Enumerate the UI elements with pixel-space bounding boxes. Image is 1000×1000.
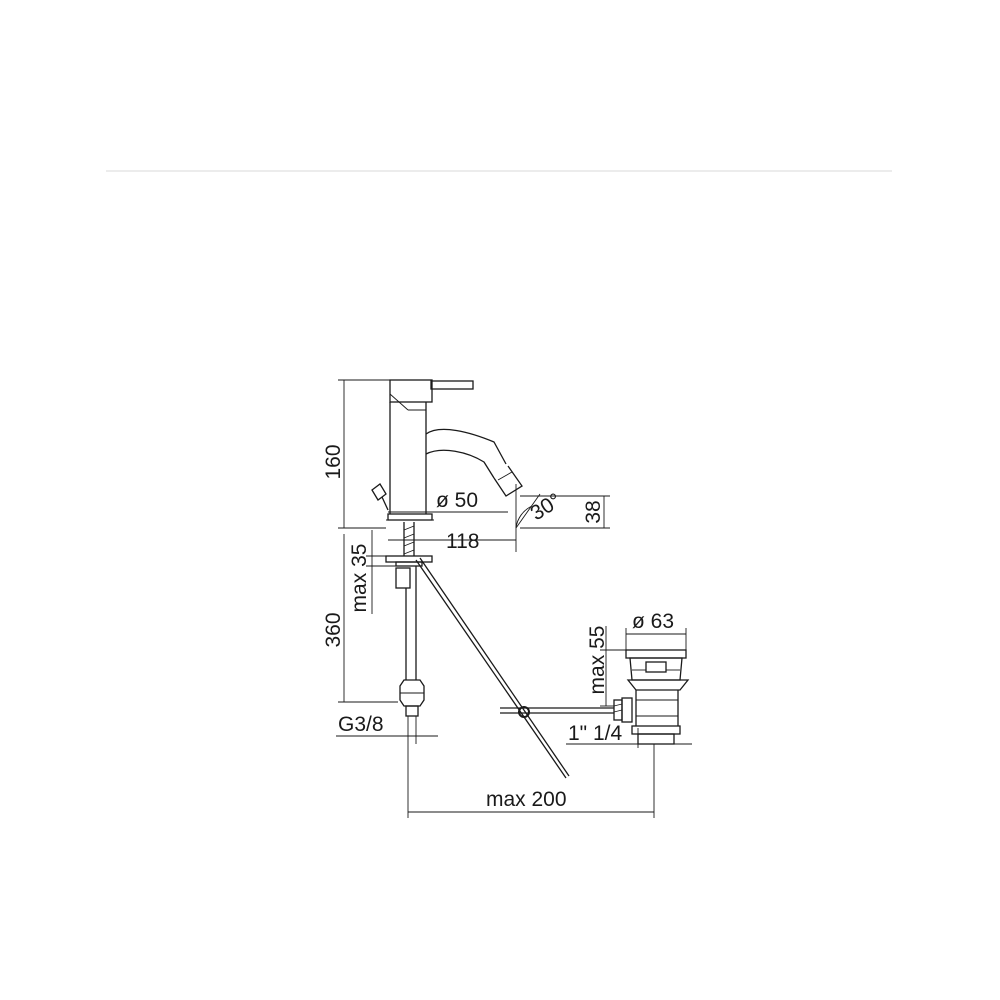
faucet-body (371, 379, 523, 521)
dim-hose-thread: G3/8 (338, 713, 384, 736)
dim-spout-angle: 30° (526, 489, 565, 525)
dim-height-160: 160 (322, 444, 345, 479)
dim-waste-thread: 1" 1/4 (568, 722, 622, 745)
dim-waste-diameter: ø 63 (632, 610, 674, 633)
dim-deck-max: max 35 (348, 544, 371, 613)
dim-base-diameter: ø 50 (436, 489, 478, 512)
dimension-lines (336, 379, 692, 818)
dim-spout-reach: 118 (446, 530, 479, 553)
dim-waste-max: max 55 (586, 626, 609, 695)
dim-hose-length: 360 (322, 612, 345, 647)
pop-up-waste (500, 649, 690, 745)
dim-spout-height: 38 (582, 500, 605, 523)
header-divider (106, 170, 892, 172)
under-deck-connections (385, 522, 570, 779)
dim-max-reach: max 200 (486, 788, 567, 811)
